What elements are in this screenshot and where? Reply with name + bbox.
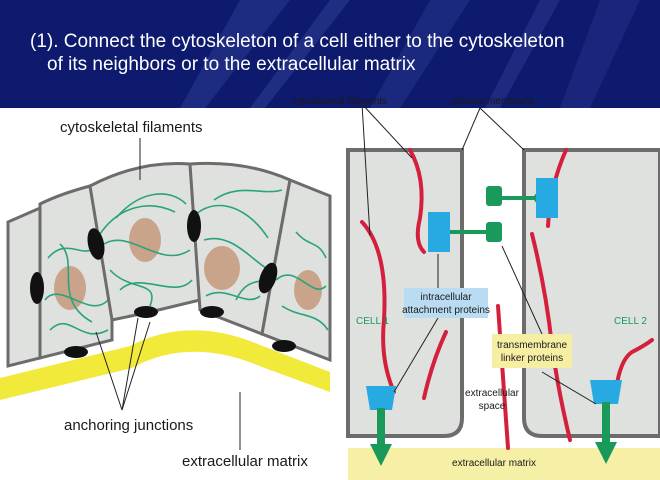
label-cell-1: CELL 1: [356, 316, 389, 327]
title-banner: (1). Connect the cytoskeleton of a cell …: [0, 0, 660, 108]
cell-5: [260, 177, 332, 363]
label-extracellular-matrix: extracellular matrix: [182, 453, 308, 470]
junction: [30, 272, 44, 304]
label-cytoskeletal-filaments: cytoskeletal filaments: [60, 119, 203, 136]
label-transmembrane-2: linker proteins: [501, 353, 563, 364]
left-anchoring-junctions: [30, 210, 296, 358]
attachment-plaque: [536, 178, 558, 218]
junction: [200, 306, 224, 318]
intracellular-attachment-proteins: [366, 178, 622, 410]
left-extracellular-matrix: [0, 330, 330, 400]
left-leader-lines: [95, 138, 241, 450]
label-intracellular-2: attachment proteins: [402, 305, 490, 316]
right-cytoskeletal-filaments: [360, 148, 654, 450]
matrix-anchor: [590, 380, 622, 404]
junction: [187, 210, 201, 242]
right-label-plasma-membrane: plasma membrane: [452, 96, 535, 107]
slide-title-line-2: of its neighbors or to the extracellular…: [47, 54, 416, 75]
label-transmembrane-1: transmembrane: [497, 340, 567, 351]
junction: [87, 228, 105, 260]
linker-block: [486, 186, 502, 206]
matrix-arrows: [370, 402, 617, 466]
transmembrane-label-box: [492, 334, 572, 368]
label-extracellular-space-1: extracellular: [465, 388, 520, 399]
intracellular-label-box: [404, 288, 488, 318]
banner-streaks: [180, 0, 640, 108]
right-label-extracellular-matrix: extracellular matrix: [452, 458, 536, 469]
matrix-anchor: [366, 386, 396, 410]
label-anchoring-junctions: anchoring junctions: [64, 417, 193, 434]
junction: [134, 306, 158, 318]
attachment-plaque: [428, 212, 450, 252]
right-leader-lines: [361, 103, 597, 405]
slide-title: (1). Connect the cytoskeleton of a cell …: [30, 30, 655, 76]
nucleus-3: [204, 246, 240, 290]
slide-title-line-1: (1). Connect the cytoskeleton of a cell …: [30, 31, 565, 52]
junction: [64, 346, 88, 358]
nucleus-1: [54, 266, 86, 310]
label-extracellular-space-2: space: [479, 401, 506, 412]
linker-block: [486, 222, 502, 242]
label-intracellular-1: intracellular: [420, 292, 472, 303]
junction: [272, 340, 296, 352]
junction: [258, 262, 278, 294]
label-cell-2: CELL 2: [614, 316, 647, 327]
right-label-cytoskeletal-filaments: cytoskeletal filaments: [292, 96, 387, 107]
